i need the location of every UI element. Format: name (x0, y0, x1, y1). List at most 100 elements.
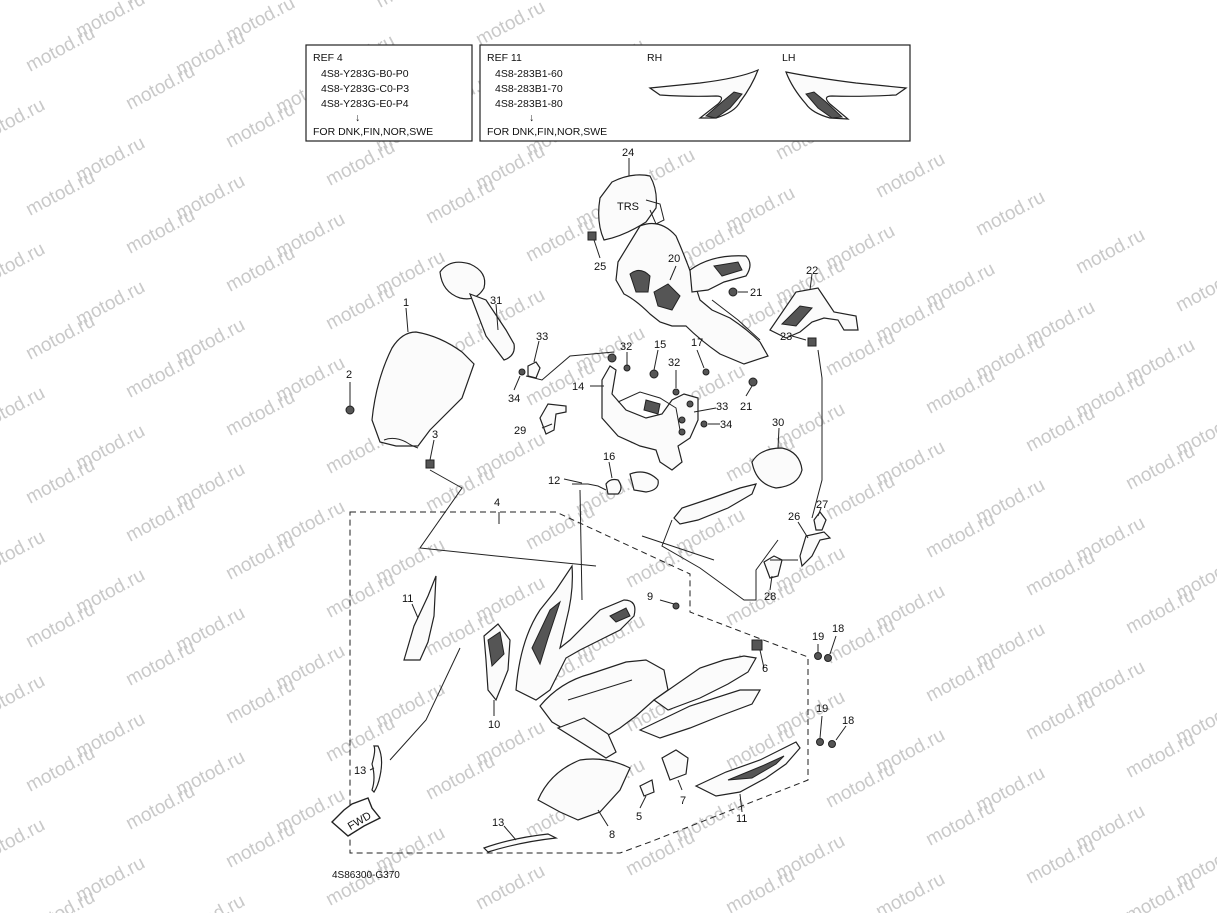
watermark-text: motod.ru (1172, 263, 1217, 317)
bracket-group (763, 511, 832, 579)
callout-22: 22 (806, 265, 818, 277)
watermark-text: motod.ru (222, 99, 298, 153)
callout-29: 29 (514, 425, 526, 437)
watermark-text: motod.ru (0, 0, 49, 4)
callout-13-upper: 13 (354, 765, 366, 777)
watermark-text: motod.ru (322, 713, 398, 767)
part-14-stay (601, 365, 699, 471)
callout-11-left: 11 (402, 593, 413, 605)
lh-decal (785, 71, 908, 120)
watermark-text: motod.ru (372, 0, 448, 12)
watermark-text: motod.ru (0, 527, 49, 581)
callout-32-left: 32 (620, 341, 632, 353)
watermark-text: motod.ru (1022, 547, 1098, 601)
part-19-collar-upper (814, 652, 822, 660)
svg-text:TRS: TRS (617, 201, 639, 213)
part-6-side-panel (652, 655, 757, 711)
part-11-side-cowl (638, 689, 762, 739)
callout-24: 24 (622, 147, 634, 159)
part-33-damper-left (527, 361, 541, 379)
rh-label: RH (647, 52, 662, 64)
callout-8: 8 (609, 829, 615, 841)
leader-lines (349, 158, 847, 841)
watermark-text: motod.ru (22, 599, 98, 653)
watermark-text: motod.ru (122, 493, 198, 547)
watermark-text: motod.ru (472, 861, 548, 913)
part-13-trim-lower (482, 833, 559, 853)
watermark-text: motod.ru (822, 759, 898, 813)
watermark-text: motod.ru (922, 365, 998, 419)
watermark-text: motod.ru (1122, 729, 1198, 783)
watermark-text: motod.ru (0, 671, 49, 725)
part-4-cowl-body (539, 659, 669, 741)
part-1-windscreen (371, 331, 475, 447)
ref-right-arrow: ↓ (529, 112, 534, 124)
part-15-nut (649, 369, 659, 379)
watermark-text: motod.ru (222, 243, 298, 297)
callout-3: 3 (432, 429, 438, 441)
watermark-text: motod.ru (722, 865, 798, 913)
ref-right-code-1: 4S8-283B1-60 (495, 68, 563, 80)
ref-left-arrow: ↓ (355, 112, 360, 124)
part-18-bolt-lower (828, 740, 836, 748)
callout-18-lower: 18 (842, 715, 854, 727)
callout-17: 17 (691, 337, 703, 349)
watermark-text: motod.ru (822, 327, 898, 381)
watermark-text: motod.ru (1022, 835, 1098, 889)
watermark-text: motod.ru (1022, 691, 1098, 745)
ref-right-code-2: 4S8-283B1-70 (495, 83, 563, 95)
callout-10: 10 (488, 719, 500, 731)
callout-6: 6 (762, 663, 768, 675)
callout-21-lower: 21 (740, 401, 752, 413)
ref-right-note: FOR DNK,FIN,NOR,SWE (487, 126, 607, 138)
diagram-code: 4S86300-G370 (332, 870, 400, 881)
part-21-screw-upper (728, 287, 738, 297)
callout-27: 27 (816, 499, 828, 511)
callout-5: 5 (636, 811, 642, 823)
watermark-text: motod.ru (422, 751, 498, 805)
watermark-text: motod.ru (0, 383, 49, 437)
watermark-text: motod.ru (0, 95, 49, 149)
callout-26: 26 (788, 511, 800, 523)
watermark-text: motod.ru (22, 23, 98, 77)
watermark-text: motod.ru (0, 815, 49, 869)
watermark-text: motod.ru (322, 281, 398, 335)
callout-34-right: 34 (720, 419, 732, 431)
watermark-text: motod.ru (872, 869, 948, 913)
watermark-text: motod.ru (322, 569, 398, 623)
watermark-text: motod.ru (522, 213, 598, 267)
watermark-text: motod.ru (122, 349, 198, 403)
watermark-text: motod.ru (122, 637, 198, 691)
part-5-clip (639, 779, 655, 797)
part-34-washer-right (700, 420, 708, 428)
ref-right-code-3: 4S8-283B1-80 (495, 98, 563, 110)
ref-box-left: REF 4 4S8-Y283G-B0-P0 4S8-Y283G-C0-P3 4S… (305, 44, 473, 142)
part-11-right-decal (694, 741, 801, 797)
callout-14: 14 (572, 381, 584, 393)
watermark-text: motod.ru (222, 819, 298, 873)
part-29-bracket (539, 403, 567, 435)
part-2-screw (345, 405, 355, 415)
watermark-text: motod.ru (222, 531, 298, 585)
callout-33-right: 33 (716, 401, 728, 413)
callout-4: 4 (494, 497, 500, 509)
watermark-text: motod.ru (122, 61, 198, 115)
watermark-text: motod.ru (222, 387, 298, 441)
watermark-text: motod.ru (22, 167, 98, 221)
callout-numbers: 1 2 3 4 5 6 7 8 9 10 11 11 12 13 13 14 1… (346, 147, 854, 841)
watermark-text: motod.ru (22, 311, 98, 365)
mirror-left-31 (439, 261, 515, 361)
watermark-text: motod.ru (922, 797, 998, 851)
watermark-text: motod.ru (22, 887, 98, 913)
watermark-text: motod.ru (622, 827, 698, 881)
front-fairing-group (371, 564, 836, 853)
watermark-text: motod.ru (722, 577, 798, 631)
watermark-text: motod.ru (472, 0, 548, 50)
callout-31: 31 (490, 295, 502, 307)
lh-label: LH (782, 52, 795, 64)
callout-15: 15 (654, 339, 666, 351)
callout-9: 9 (647, 591, 653, 603)
watermark-text: motod.ru (422, 175, 498, 229)
part-17-bolt (702, 368, 710, 376)
